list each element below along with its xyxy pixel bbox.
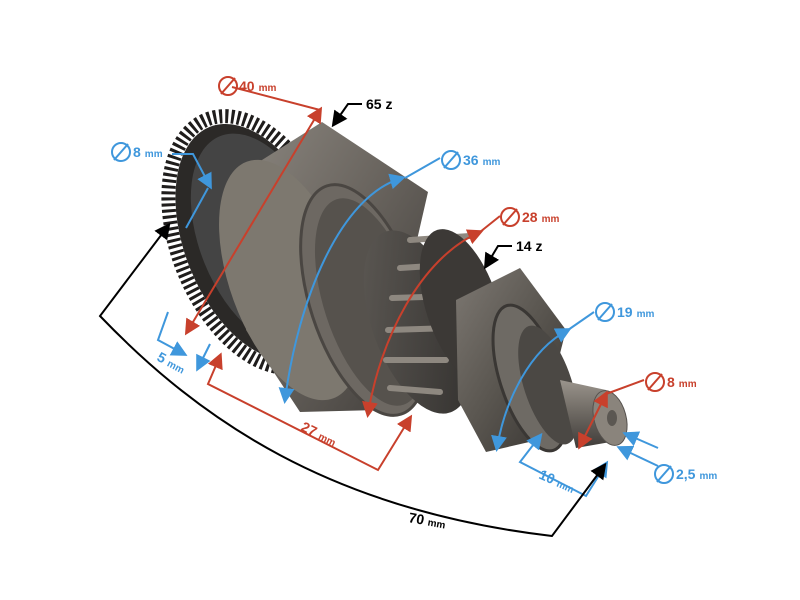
diameter-symbol (218, 76, 238, 96)
right-shaft-value: 8 (667, 374, 675, 390)
collar (456, 268, 578, 453)
svg-text:10mm: 10mm (537, 466, 578, 496)
right-shaft-unit: mm (679, 379, 697, 390)
svg-text:2,5mm: 2,5mm (676, 466, 717, 482)
dim-gear-teeth: 65 z (331, 96, 392, 128)
svg-text:70mm: 70mm (407, 509, 447, 531)
gear-width-unit: mm (165, 358, 186, 376)
pinion-teeth-label: 14 z (516, 238, 542, 254)
left-shaft-unit: mm (145, 149, 163, 160)
tip-value: 2,5 (676, 466, 696, 482)
dim-pinion-teeth: 14 z (483, 238, 542, 270)
length-27-unit: mm (316, 431, 337, 449)
svg-text:27mm: 27mm (299, 418, 340, 449)
diameter-symbol (441, 150, 461, 170)
pinion-value: 28 (522, 209, 538, 225)
length-10-unit: mm (555, 479, 576, 496)
dim-left-shaft: 8 mm (111, 142, 212, 229)
total-length-unit: mm (427, 518, 447, 532)
diameter-symbol (500, 207, 520, 227)
housing-unit: mm (483, 157, 501, 168)
gear-diameter-unit: mm (259, 83, 277, 94)
length-10-value: 10 (537, 466, 558, 487)
diameter-symbol (645, 372, 665, 392)
housing-value: 36 (463, 152, 479, 168)
gear-teeth-label: 65 z (366, 96, 392, 112)
left-shaft-value: 8 (133, 144, 141, 160)
dim-total-length: 70mm (98, 222, 607, 538)
tip-unit: mm (699, 471, 717, 482)
svg-text:8mm: 8 mm (667, 374, 697, 390)
collar-value: 19 (617, 304, 633, 320)
diameter-symbol (654, 464, 674, 484)
svg-text:8mm: 8 mm (133, 144, 163, 160)
total-length-value: 70 (407, 509, 425, 527)
gear-diameter-value: 40 (239, 78, 255, 94)
dim-gear-width: 5mm (155, 311, 211, 377)
diameter-symbol (595, 302, 615, 322)
length-27-value: 27 (299, 418, 320, 439)
diameter-symbol (111, 142, 131, 162)
collar-unit: mm (637, 309, 655, 320)
pinion-unit: mm (542, 214, 560, 225)
starter-part (161, 109, 628, 453)
